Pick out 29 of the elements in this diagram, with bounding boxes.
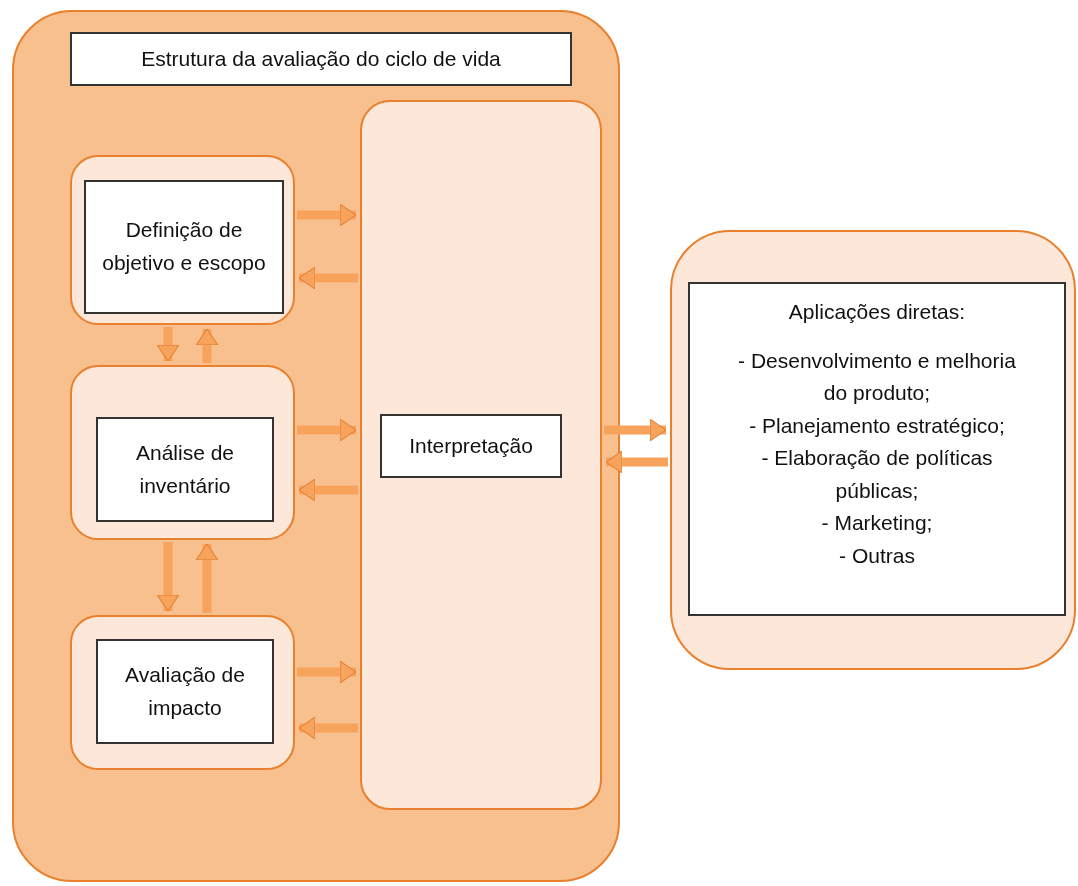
- stage-card: [70, 365, 295, 540]
- label-panel: Definição de objetivo e escopo: [84, 180, 284, 314]
- list-item: - Desenvolvimento e melhoria do produto;: [738, 347, 1016, 407]
- block-arrow: [297, 418, 357, 442]
- block-arrow: [297, 203, 357, 227]
- applications-panel: [670, 230, 1076, 670]
- block-arrow: [604, 418, 667, 442]
- label-panel: Análise de inventário: [96, 417, 274, 522]
- label-panel: Estrutura da avaliação do ciclo de vida: [70, 32, 572, 86]
- block-arrow: [297, 660, 357, 684]
- list-item: - Planejamento estratégico;: [749, 412, 1005, 439]
- block-arrow: [605, 450, 668, 474]
- list-item: - Outras: [839, 542, 915, 569]
- block-arrow: [298, 478, 358, 502]
- block-arrow: [195, 543, 219, 613]
- stage-card: [70, 155, 295, 325]
- label-panel: Avaliação de impacto: [96, 639, 274, 744]
- list-item: - Marketing;: [821, 510, 933, 537]
- framework-panel: [12, 10, 620, 882]
- block-arrow: [195, 328, 219, 363]
- block-arrow: [156, 542, 180, 612]
- block-arrow: [298, 266, 358, 290]
- label-panel: Interpretação: [380, 414, 562, 478]
- block-arrow: [156, 327, 180, 362]
- interpretation-column: [360, 100, 602, 810]
- stage-card: [70, 615, 295, 770]
- list-item: - Elaboração de políticas públicas;: [760, 445, 994, 504]
- panel-heading: Aplicações diretas:: [788, 299, 966, 325]
- block-arrow: [298, 716, 358, 740]
